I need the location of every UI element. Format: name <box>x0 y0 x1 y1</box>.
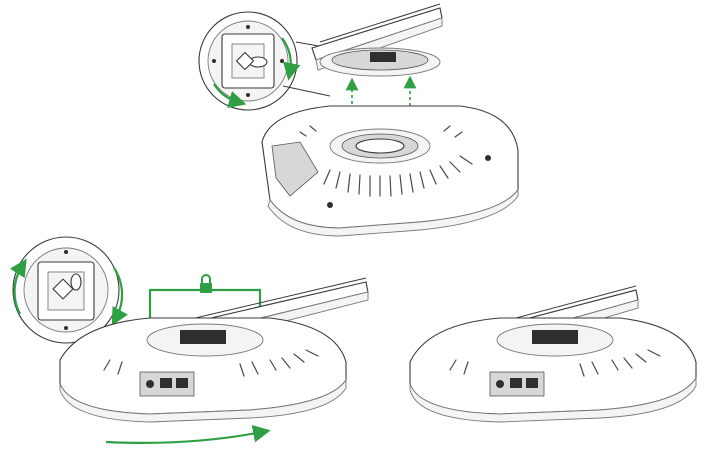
mount-bracket-icon <box>311 3 443 77</box>
access-point-icon <box>261 105 519 237</box>
panel-align <box>198 3 519 237</box>
zoom-inset-icon <box>198 11 331 111</box>
access-point-icon <box>409 317 697 423</box>
rotation-arrow-icon <box>105 425 271 444</box>
panel-rotate-lock <box>9 236 369 444</box>
access-point-icon <box>59 317 347 423</box>
panel-mounted <box>409 285 697 423</box>
zoom-inset-icon <box>9 236 128 344</box>
